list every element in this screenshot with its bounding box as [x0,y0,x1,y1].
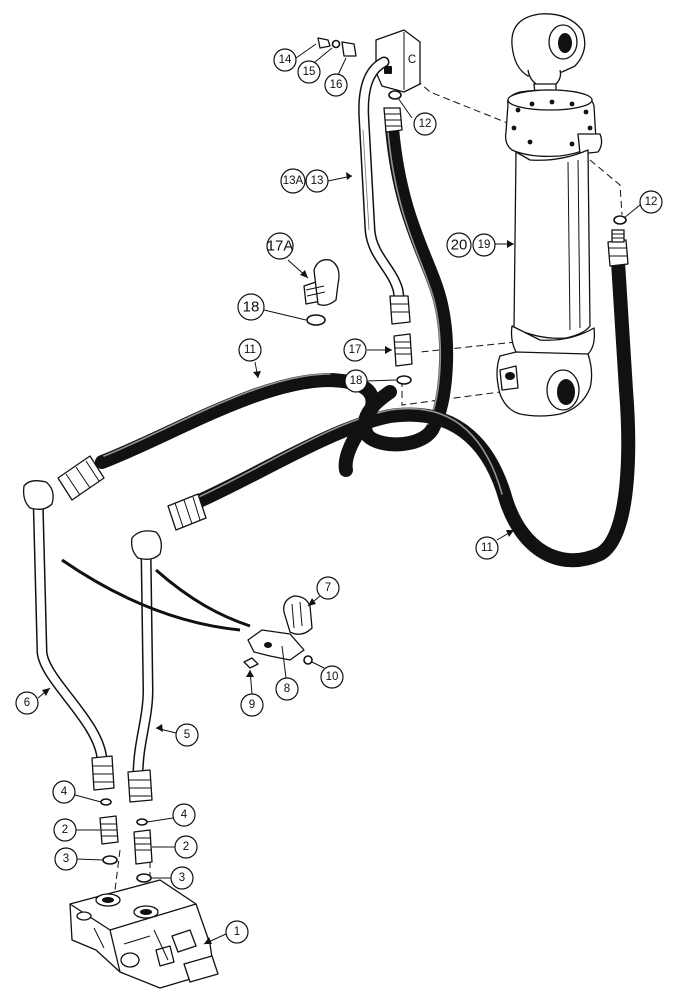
svg-text:11: 11 [481,542,493,554]
svg-text:4: 4 [181,809,188,821]
callout-3-left: 3 [54,847,104,871]
svg-text:10: 10 [326,671,339,683]
callout-8: 8 [275,645,299,701]
svg-text:1: 1 [234,926,240,938]
callout-17A: 17A [266,232,309,279]
callouts: 14 15 16 12 12 13A [15,43,663,945]
clamp-assembly [243,595,313,669]
callout-4-right: 4 [146,803,196,827]
svg-text:3: 3 [179,872,185,884]
callout-12-top: 12 [397,97,437,136]
hose-11-middle [95,373,380,477]
hydraulic-cylinder [496,13,603,417]
hose-11-upper [357,121,454,452]
callout-14: 14 [273,43,317,72]
svg-text:13: 13 [311,175,324,187]
svg-text:17: 17 [349,344,362,356]
o-ring-18-upper [306,314,326,326]
svg-text:8: 8 [284,683,290,695]
hose-fitting-top [383,107,403,133]
callout-2-left: 2 [53,818,100,842]
callout-4-left: 4 [52,780,102,804]
svg-text:19: 19 [478,239,491,251]
o-ring-18-lower [396,375,412,385]
svg-text:13A: 13A [283,175,304,187]
callout-1: 1 [203,920,249,945]
steel-tube-13 [358,56,411,325]
control-valve [69,879,219,989]
hose-fitting-mid-left [167,493,207,531]
svg-text:12: 12 [645,196,658,208]
callout-18-lower: 18 [344,369,397,393]
svg-text:7: 7 [325,582,331,594]
callout-5: 5 [155,723,199,747]
callout-11-lower: 11 [475,529,515,560]
svg-text:5: 5 [184,729,190,741]
callout-18-upper: 18 [237,293,307,321]
svg-text:9: 9 [249,699,255,711]
svg-text:2: 2 [62,824,68,836]
adapter-fitting-17 [393,333,413,367]
callout-11-middle: 11 [238,338,262,379]
callout-15: 15 [297,47,333,84]
hardware-14-15-16 [317,37,357,57]
svg-text:4: 4 [61,786,68,798]
hose-fitting-right [607,229,629,267]
hose-retainer-strip [61,558,251,632]
callout-17: 17 [343,338,392,362]
svg-text:3: 3 [63,853,69,865]
steel-tube-5 [127,530,162,803]
bracket-letter: C [408,54,416,66]
svg-text:17A: 17A [267,238,294,255]
callout-12-right: 12 [623,190,663,219]
elbow-fitting-17A [303,259,340,306]
fittings-lower [99,798,153,883]
callout-7: 7 [307,576,340,607]
hose-fitting-left [57,455,105,501]
o-ring-12-right [613,215,627,225]
svg-text:14: 14 [279,54,292,66]
callout-6: 6 [15,687,51,715]
svg-text:18: 18 [350,375,363,387]
callout-13A: 13A [280,168,306,194]
svg-text:18: 18 [243,299,260,316]
callout-20: 20 [446,232,472,258]
svg-text:12: 12 [419,118,432,130]
callout-9: 9 [240,669,264,717]
callout-3-right: 3 [151,866,194,890]
svg-text:2: 2 [183,841,189,853]
callout-2-right: 2 [152,835,198,859]
callout-10: 10 [311,661,344,689]
o-ring-12-top [388,90,402,100]
steel-tube-6 [22,480,115,791]
svg-text:6: 6 [24,697,30,709]
callout-16: 16 [324,57,348,97]
svg-text:15: 15 [303,66,316,78]
callout-19: 19 [472,233,514,257]
svg-text:11: 11 [244,344,256,356]
callout-13: 13 [305,169,353,193]
svg-text:16: 16 [330,79,343,91]
svg-text:20: 20 [451,237,468,254]
hose-11-lower [181,255,636,568]
